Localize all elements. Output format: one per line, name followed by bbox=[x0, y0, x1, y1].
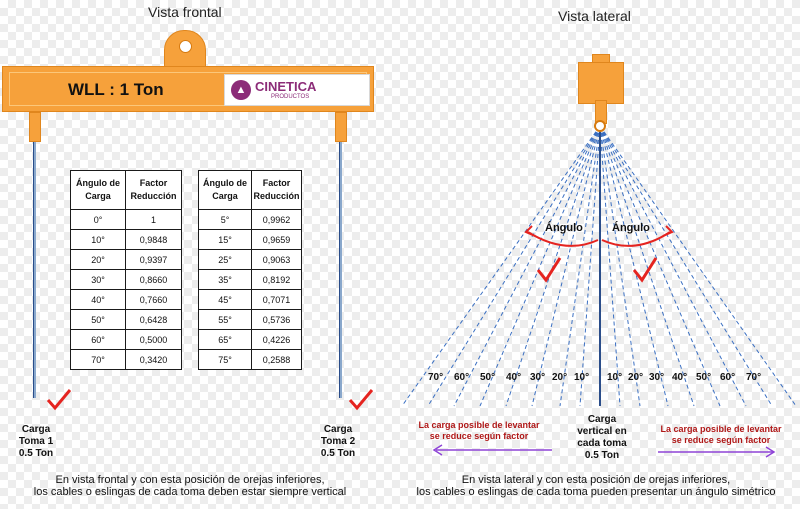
sling-angle-lines bbox=[401, 125, 797, 407]
table-row: 35°0,8192 bbox=[198, 269, 302, 290]
table-row: 25°0,9063 bbox=[198, 249, 302, 270]
table-row: 55°0,5736 bbox=[198, 309, 302, 330]
right-load-label: Carga Toma 2 0.5 Ton bbox=[320, 424, 356, 459]
table-row: 20°0,9397 bbox=[70, 249, 182, 270]
left-angle-arc bbox=[527, 231, 599, 247]
sling-fan-diagram bbox=[401, 120, 797, 407]
angle-label-left: Ángulo bbox=[545, 222, 583, 234]
side-beam bbox=[578, 62, 624, 104]
table-row: 5°0,9962 bbox=[198, 209, 302, 230]
angle-label-right: Ángulo bbox=[612, 222, 650, 234]
front-view-title: Vista frontal bbox=[148, 4, 222, 20]
left-table-header-angle: Ángulo de Carga bbox=[70, 170, 126, 210]
table-row: 40°0,7660 bbox=[70, 289, 182, 310]
side-caption: En vista lateral y con esta posición de … bbox=[416, 474, 776, 498]
table-row: 15°0,9659 bbox=[198, 229, 302, 250]
right-angle-ticks: 10° 20° 30° 40° 50° 60° 70° bbox=[607, 372, 762, 383]
right-reduction-note: La carga posible de levantar se reduce s… bbox=[660, 424, 782, 445]
side-view-title: Vista lateral bbox=[558, 8, 631, 24]
left-reduction-note: La carga posible de levantar se reduce s… bbox=[418, 420, 540, 441]
lifting-lug bbox=[164, 30, 206, 68]
right-ear bbox=[335, 112, 347, 142]
right-check-icon bbox=[348, 389, 374, 411]
right-cable bbox=[339, 142, 342, 398]
table-row: 10°0,9848 bbox=[70, 229, 182, 250]
right-purple-arrow-icon bbox=[658, 446, 776, 458]
logo-emblem-icon: ▲ bbox=[231, 80, 251, 100]
table-row: 50°0,6428 bbox=[70, 309, 182, 330]
left-purple-arrow-icon bbox=[432, 444, 552, 456]
left-table-header-factor: Factor Reducción bbox=[125, 170, 182, 210]
table-row: 0°1 bbox=[70, 209, 182, 230]
left-factor-table: Ángulo de Carga Factor Reducción 0°1 10°… bbox=[70, 170, 182, 370]
table-row: 45°0,7071 bbox=[198, 289, 302, 310]
table-row: 65°0,4226 bbox=[198, 329, 302, 350]
center-load-label: Carga vertical en cada toma 0.5 Ton bbox=[577, 414, 627, 461]
lug-hole bbox=[179, 40, 192, 53]
right-table-header-angle: Ángulo de Carga bbox=[198, 170, 252, 210]
right-factor-table: Ángulo de Carga Factor Reducción 5°0,996… bbox=[198, 170, 302, 370]
left-angle-ticks: 70° 60° 50° 40° 30° 20° 10° bbox=[428, 372, 590, 383]
cinetica-logo: ▲ CINETICA PRODUCTOS bbox=[224, 74, 370, 106]
side-left-check-icon bbox=[536, 257, 562, 283]
left-check-icon bbox=[46, 389, 72, 411]
table-row: 30°0,8660 bbox=[70, 269, 182, 290]
right-table-header-factor: Factor Reducción bbox=[251, 170, 302, 210]
wll-label: WLL : 1 Ton bbox=[68, 80, 164, 99]
right-arc-arrow-icon bbox=[662, 225, 674, 237]
table-row: 75°0,2588 bbox=[198, 349, 302, 370]
front-caption: En vista frontal y con esta posición de … bbox=[33, 474, 347, 498]
logo-sub: PRODUCTOS bbox=[271, 94, 310, 100]
side-ear-hole bbox=[594, 120, 606, 132]
logo-name: CINETICA bbox=[255, 79, 317, 94]
left-arc-arrow-icon bbox=[524, 225, 536, 237]
left-load-label: Carga Toma 1 0.5 Ton bbox=[18, 424, 54, 459]
side-right-check-icon bbox=[632, 257, 658, 283]
left-cable bbox=[33, 142, 36, 398]
table-row: 70°0,3420 bbox=[70, 349, 182, 370]
table-row: 60°0,5000 bbox=[70, 329, 182, 350]
left-ear bbox=[29, 112, 41, 142]
